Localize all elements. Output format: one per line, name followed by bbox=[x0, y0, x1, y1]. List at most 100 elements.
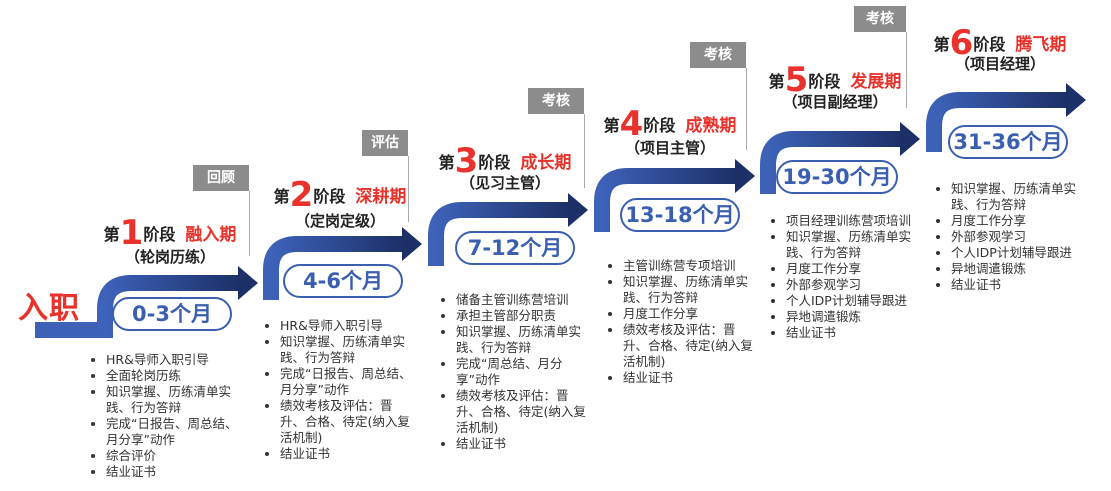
stage-title: 第1阶段融入期 bbox=[104, 213, 237, 253]
activity-item: 完成“周总结、月分享”动作 bbox=[456, 356, 590, 388]
stage-arrow-head bbox=[238, 266, 258, 300]
stage-arrow-shaft bbox=[263, 236, 406, 300]
activity-item: 知识掌握、历练清单实践、行为答辩 bbox=[456, 324, 590, 356]
gate-divider-line bbox=[746, 68, 747, 150]
stage-prefix: 第 bbox=[768, 72, 785, 91]
duration-badge: 31-36个月 bbox=[948, 125, 1068, 159]
activity-item: 结业证书 bbox=[456, 436, 590, 452]
stage-role: （项目经理） bbox=[954, 55, 1046, 73]
stage-arrow-shaft bbox=[428, 202, 572, 266]
duration-badge: 4-6个月 bbox=[283, 264, 403, 298]
activity-item: 异地调遣锻炼 bbox=[786, 309, 920, 325]
stage-suffix: 阶段 bbox=[313, 187, 346, 206]
stage-number: 5 bbox=[784, 60, 809, 100]
activity-item: 个人IDP计划辅导跟进 bbox=[951, 245, 1085, 261]
stage-period: 发展期 bbox=[850, 72, 902, 92]
stage-number: 3 bbox=[454, 141, 479, 181]
gate-tag: 考核 bbox=[854, 6, 906, 32]
stage-activity-list: HR&导师入职引导知识掌握、历练清单实践、行为答辩完成“日报告、周总结、月分享”… bbox=[264, 318, 414, 462]
gate-divider-line bbox=[249, 191, 250, 256]
stage-activity-list: HR&导师入职引导全面轮岗历练知识掌握、历练清单实践、行为答辩完成“日报告、周总… bbox=[90, 352, 240, 480]
activity-item: 知识掌握、历练清单实践、行为答辩 bbox=[623, 274, 757, 306]
duration-badge: 13-18个月 bbox=[620, 198, 740, 232]
activity-item: 项目经理训练营项培训 bbox=[786, 213, 920, 229]
stage-prefix: 第 bbox=[103, 225, 120, 244]
stage-period: 成熟期 bbox=[685, 116, 737, 136]
stage-suffix: 阶段 bbox=[143, 225, 176, 244]
activity-item: 月度工作分享 bbox=[623, 306, 757, 322]
stage-activity-list: 项目经理训练营项培训知识掌握、历练清单实践、行为答辩月度工作分享外部参观学习个人… bbox=[770, 213, 920, 341]
stage-period: 融入期 bbox=[185, 225, 237, 245]
gate-tag: 评估 bbox=[362, 130, 408, 156]
gate-divider-line bbox=[408, 156, 409, 222]
activity-item: 承担主管部分职责 bbox=[456, 308, 590, 324]
activity-item: 个人IDP计划辅导跟进 bbox=[786, 293, 920, 309]
duration-badge: 0-3个月 bbox=[112, 297, 232, 331]
activity-item: 绩效考核及评估：晋升、合格、待定(纳入复活机制) bbox=[456, 388, 590, 436]
stage-role: （见习主管） bbox=[459, 174, 551, 192]
stage-suffix: 阶段 bbox=[478, 153, 511, 172]
activity-item: HR&导师入职引导 bbox=[280, 318, 414, 334]
stage-prefix: 第 bbox=[933, 35, 950, 54]
stage-title: 第3阶段成长期 bbox=[439, 141, 572, 181]
activity-item: 月度工作分享 bbox=[786, 261, 920, 277]
stage-arrow-head bbox=[402, 227, 422, 261]
stage-activity-list: 知识掌握、历练清单实践、行为答辩月度工作分享外部参观学习个人IDP计划辅导跟进异… bbox=[935, 181, 1085, 293]
activity-item: 结业证书 bbox=[106, 464, 240, 480]
stage-period: 成长期 bbox=[520, 153, 572, 173]
start-label: 入职 bbox=[18, 291, 80, 326]
stage-arrow-head bbox=[568, 193, 588, 227]
stage-arrow-shaft bbox=[594, 168, 739, 232]
activity-item: 知识掌握、历练清单实践、行为答辩 bbox=[951, 181, 1085, 213]
stage-title: 第6阶段腾飞期 bbox=[934, 23, 1067, 63]
gate-tag: 考核 bbox=[690, 42, 746, 68]
stage-title: 第5阶段发展期 bbox=[769, 60, 902, 100]
stage-arrow-head bbox=[1066, 83, 1086, 117]
stage-arrow-head bbox=[735, 159, 755, 193]
stage-prefix: 第 bbox=[438, 153, 455, 172]
activity-item: HR&导师入职引导 bbox=[106, 352, 240, 368]
stage-prefix: 第 bbox=[273, 187, 290, 206]
stage-number: 1 bbox=[119, 213, 144, 253]
activity-item: 储备主管训练营培训 bbox=[456, 292, 590, 308]
activity-item: 知识掌握、历练清单实践、行为答辩 bbox=[786, 229, 920, 261]
stage-suffix: 阶段 bbox=[808, 72, 841, 91]
stage-role: （项目副经理） bbox=[782, 93, 888, 111]
activity-item: 结业证书 bbox=[280, 446, 414, 462]
activity-item: 完成“日报告、周总结、月分享”动作 bbox=[280, 366, 414, 398]
stage-prefix: 第 bbox=[603, 116, 620, 135]
stage-role: （定岗定级） bbox=[294, 212, 386, 230]
stage-number: 4 bbox=[619, 104, 644, 144]
activity-item: 知识掌握、历练清单实践、行为答辩 bbox=[106, 384, 240, 416]
activity-item: 全面轮岗历练 bbox=[106, 368, 240, 384]
activity-item: 绩效考核及评估：晋升、合格、待定(纳入复活机制) bbox=[280, 398, 414, 446]
stage-role: （轮岗历练） bbox=[124, 248, 216, 266]
stage-suffix: 阶段 bbox=[973, 35, 1006, 54]
stage-activity-list: 主管训练营专项培训知识掌握、历练清单实践、行为答辩月度工作分享绩效考核及评估：晋… bbox=[607, 258, 757, 386]
stage-suffix: 阶段 bbox=[643, 116, 676, 135]
activity-item: 主管训练营专项培训 bbox=[623, 258, 757, 274]
stage-arrow-shaft bbox=[926, 92, 1070, 152]
stage-title: 第4阶段成熟期 bbox=[604, 104, 737, 144]
activity-item: 综合评价 bbox=[106, 448, 240, 464]
stage-period: 腾飞期 bbox=[1015, 35, 1067, 55]
gate-divider-line bbox=[906, 32, 907, 108]
activity-item: 结业证书 bbox=[951, 277, 1085, 293]
stage-number: 2 bbox=[289, 175, 314, 215]
activity-item: 知识掌握、历练清单实践、行为答辩 bbox=[280, 334, 414, 366]
activity-item: 结业证书 bbox=[623, 370, 757, 386]
activity-item: 外部参观学习 bbox=[786, 277, 920, 293]
duration-badge: 19-30个月 bbox=[776, 160, 898, 194]
activity-item: 异地调遣锻炼 bbox=[951, 261, 1085, 277]
gate-divider-line bbox=[584, 114, 585, 188]
activity-item: 外部参观学习 bbox=[951, 229, 1085, 245]
activity-item: 月度工作分享 bbox=[951, 213, 1085, 229]
stage-arrow-shaft bbox=[97, 275, 242, 338]
start-base-bar bbox=[35, 322, 105, 338]
stage-number: 6 bbox=[949, 23, 974, 63]
activity-item: 完成“日报告、周总结、月分享”动作 bbox=[106, 416, 240, 448]
stage-role: （项目主管） bbox=[624, 139, 716, 157]
stage-period: 深耕期 bbox=[355, 187, 407, 207]
